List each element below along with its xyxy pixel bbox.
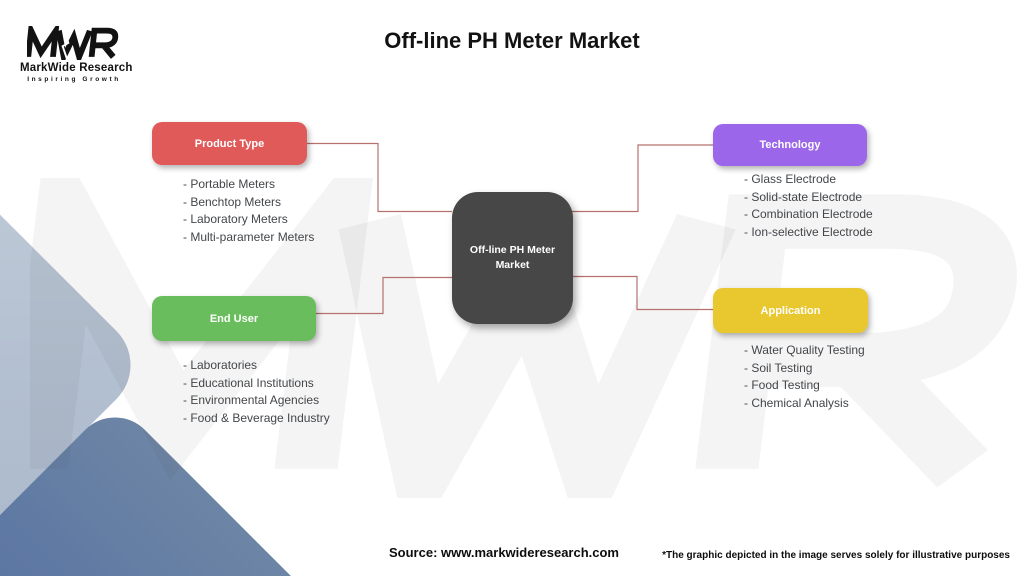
connector-end-user bbox=[316, 276, 452, 315]
logo-markwide-research: MarkWide Research Inspiring Growth bbox=[20, 26, 133, 83]
list-item: - Glass Electrode bbox=[744, 172, 837, 186]
list-item: - Combination Electrode bbox=[744, 207, 873, 221]
category-box-product-type: Product Type bbox=[152, 122, 307, 165]
list-item: - Solid-state Electrode bbox=[744, 189, 863, 204]
list-item: - Educational Institutions bbox=[183, 375, 314, 390]
list-item: - Benchtop Meters bbox=[183, 194, 282, 209]
page-title: Off-line PH Meter Market bbox=[384, 28, 640, 53]
list-item: - Chemical Analysis bbox=[744, 395, 849, 410]
connector-technology bbox=[572, 144, 713, 213]
category-label: Application bbox=[760, 304, 821, 317]
category-list-product-type: - Portable Meters - Benchtop Meters - La… bbox=[183, 176, 314, 246]
category-list-application: - Water Quality Testing - Soil Testing -… bbox=[744, 342, 865, 412]
list-item: - Soil Testing bbox=[744, 360, 813, 375]
category-label: Technology bbox=[759, 139, 821, 151]
list-item: - Food & Beverage Industry bbox=[183, 410, 330, 425]
disclaimer-text: *The graphic depicted in the image serve… bbox=[662, 550, 1010, 561]
list-item: - Portable Meters bbox=[183, 177, 276, 191]
list-item: - Water Quality Testing bbox=[744, 343, 865, 357]
list-item: - Laboratory Meters bbox=[183, 212, 288, 226]
logo-tagline: Inspiring Growth bbox=[27, 76, 121, 83]
category-box-technology: Technology bbox=[713, 124, 867, 166]
connector-product-type bbox=[307, 142, 452, 213]
category-box-end-user: End User bbox=[152, 296, 316, 341]
category-box-application: Application bbox=[713, 288, 868, 333]
list-item: - Environmental Agencies bbox=[183, 393, 320, 407]
source-text: Source: www.markwideresearch.com bbox=[388, 545, 620, 560]
list-item: - Multi-parameter Meters bbox=[183, 229, 315, 244]
list-item: - Food Testing bbox=[744, 378, 820, 392]
mwr-logo-icon bbox=[27, 26, 119, 60]
mwr-watermark-icon bbox=[30, 178, 1017, 498]
connector-application bbox=[572, 275, 713, 311]
list-item: - Ion-selective Electrode bbox=[744, 224, 873, 239]
logo-company-name: MarkWide Research bbox=[20, 62, 133, 74]
center-node: Off-line PH Meter Market bbox=[452, 192, 573, 324]
center-node-label: Off-line PH Meter Market bbox=[469, 243, 556, 271]
category-label: Product Type bbox=[194, 137, 265, 150]
list-item: - Laboratories bbox=[183, 358, 258, 372]
category-list-technology: - Glass Electrode - Solid-state Electrod… bbox=[744, 171, 873, 241]
category-list-end-user: - Laboratories - Educational Institution… bbox=[183, 357, 330, 427]
category-label: End User bbox=[209, 312, 259, 325]
